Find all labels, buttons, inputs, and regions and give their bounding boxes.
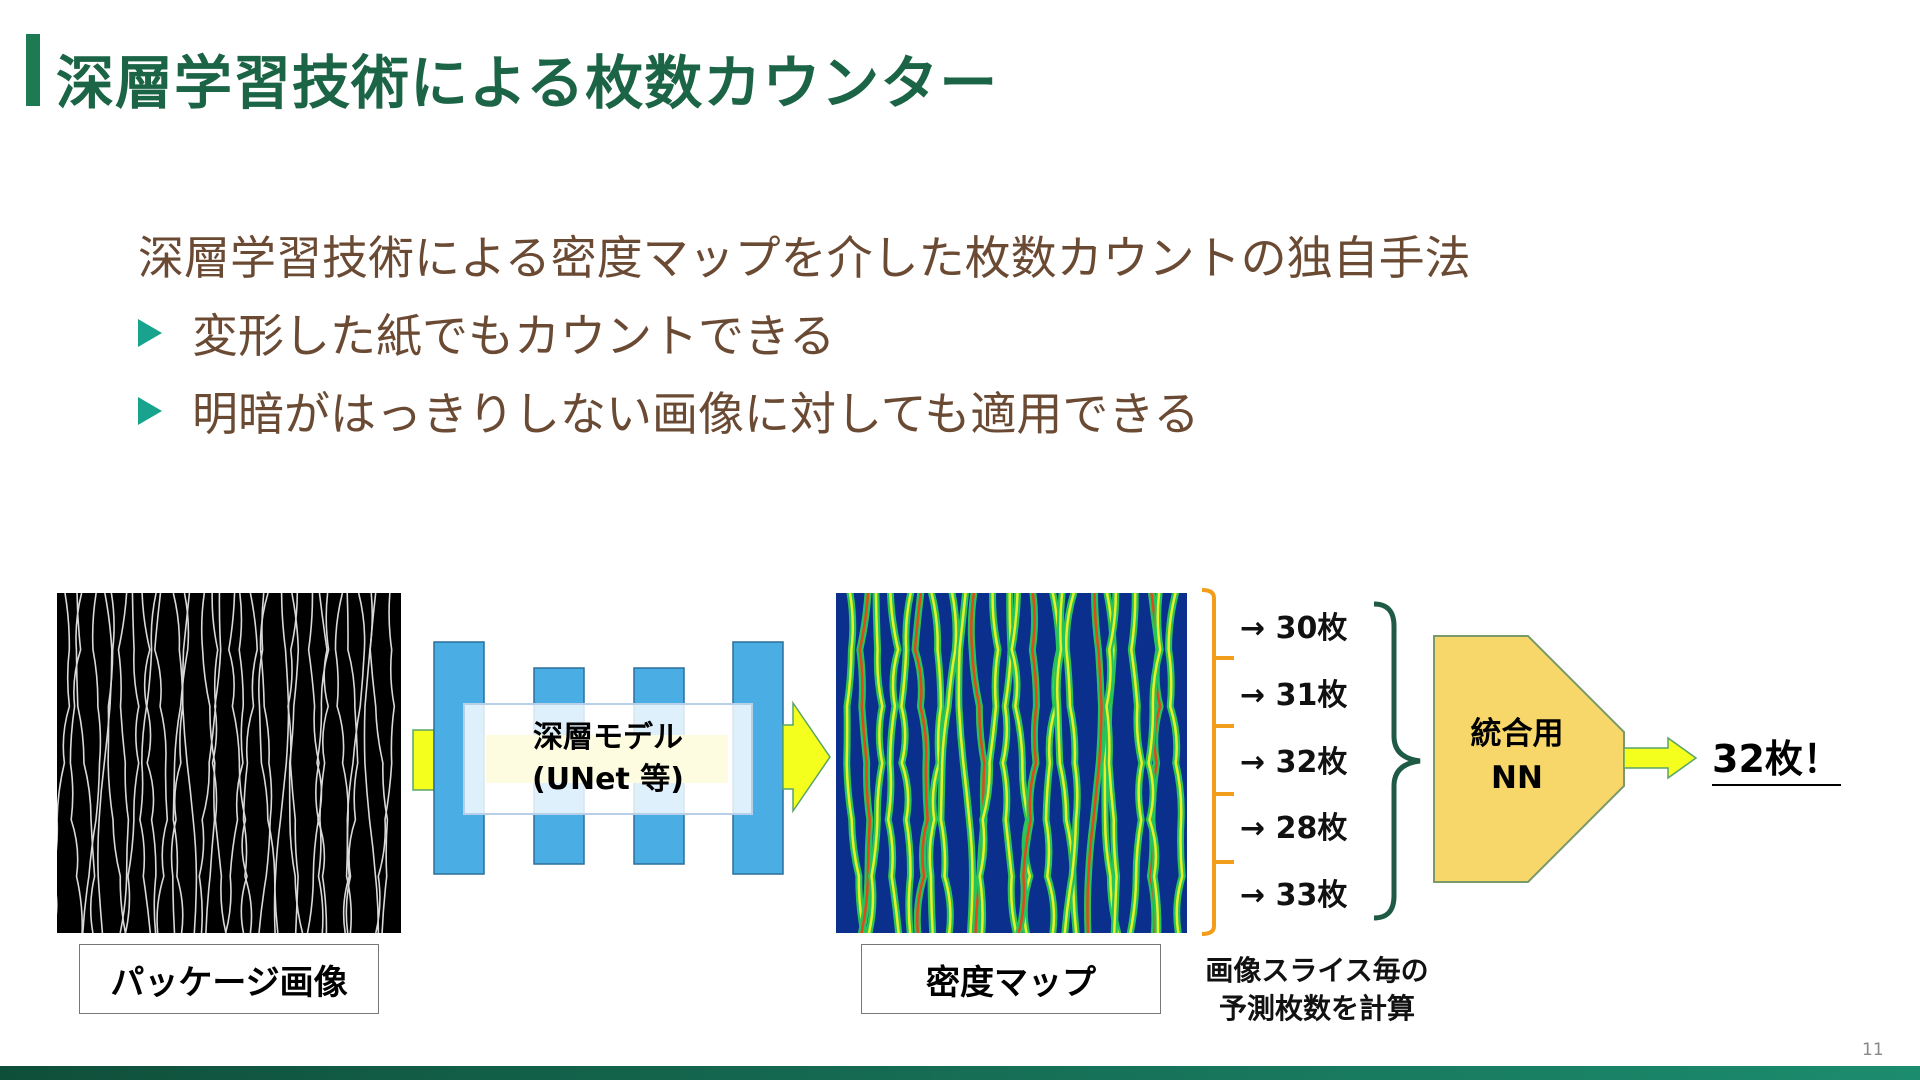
paper-edge-line: [258, 593, 273, 933]
nn-label-line1: 統合用: [1470, 716, 1564, 752]
paper-edge-line: [242, 593, 259, 933]
bullet-text: 明暗がはっきりしない画像に対しても適用できる: [192, 387, 1200, 441]
input-arrow: [412, 729, 435, 791]
paper-edge-line: [107, 593, 127, 933]
slice-count: → 32枚: [1240, 745, 1348, 780]
model-label-line1: 深層モデル: [533, 720, 683, 755]
paper-edge-line: [145, 593, 157, 933]
paper-edge-line: [139, 593, 152, 933]
density-core: [858, 593, 872, 933]
paper-edge-line: [227, 593, 248, 933]
density-core: [1147, 593, 1162, 933]
density-core: [1010, 593, 1032, 933]
paper-edge-line: [124, 593, 140, 933]
triangle-bullet-icon: [138, 397, 162, 425]
density-core: [900, 593, 912, 933]
lead-text: 深層学習技術による密度マップを介した枚数カウントの独自手法: [138, 231, 1471, 285]
density-core: [957, 593, 974, 933]
paper-edge-line: [198, 593, 219, 933]
paper-edge-line: [57, 593, 71, 915]
triangle-bullet-icon: [138, 319, 162, 347]
bullet-item: 変形した紙でもカウントできる: [138, 300, 835, 366]
bullet-item: 明暗がはっきりしない画像に対しても適用できる: [138, 378, 1199, 444]
density-map-image: [836, 593, 1187, 933]
paper-edge-line: [117, 593, 130, 933]
paper-edge-line: [334, 593, 351, 933]
paper-edge-lines: [57, 593, 396, 933]
slice-count: → 33枚: [1240, 878, 1348, 913]
density-core: [1017, 593, 1038, 933]
slice-count: → 28枚: [1240, 811, 1348, 846]
slice-count: → 30枚: [1240, 611, 1348, 646]
density-lines: [843, 593, 1186, 933]
paper-edge-line: [200, 593, 216, 933]
slice-count: → 31枚: [1240, 678, 1348, 713]
density-core: [978, 593, 1000, 933]
paper-edge-line: [316, 593, 330, 933]
slice-bracket: [1201, 588, 1234, 936]
integration-nn-shape: [1433, 635, 1625, 883]
density-core: [1129, 593, 1144, 933]
paper-edge-line: [273, 593, 290, 933]
density-core: [1086, 593, 1103, 933]
density-core: [1105, 593, 1118, 933]
paper-edge-line: [211, 593, 227, 933]
density-core: [1063, 593, 1079, 933]
integration-nn-label: 統合用 NN: [1434, 712, 1600, 800]
model-box: 深層モデル (UNet 等): [463, 703, 753, 815]
density-core: [913, 593, 929, 933]
output-arrow: [782, 700, 831, 814]
package-image-label: パッケージ画像: [79, 944, 379, 1014]
slice-caption: 画像スライス毎の 予測枚数を計算: [1182, 952, 1452, 1028]
footer-bar: [0, 1066, 1920, 1080]
density-core: [845, 593, 866, 933]
paper-edge-line: [97, 593, 113, 933]
model-label: 深層モデル (UNet 等): [465, 717, 751, 801]
result-arrow: [1623, 736, 1698, 780]
paper-edge-line: [181, 593, 198, 933]
model-label-line2: (UNet 等): [531, 762, 685, 797]
paper-edge-line: [287, 593, 299, 933]
density-core: [867, 593, 884, 933]
density-map-label: 密度マップ: [861, 944, 1161, 1014]
curly-brace: [1373, 601, 1421, 921]
nn-label-line2: NN: [1491, 760, 1543, 796]
page-number: 11: [1862, 1040, 1884, 1060]
paper-edge-line: [369, 593, 389, 933]
bullet-text: 変形した紙でもカウントできる: [192, 309, 836, 363]
title-accent-bar: [26, 34, 40, 106]
paper-edge-line: [345, 593, 366, 933]
slide-title: 深層学習技術による枚数カウンター: [56, 49, 999, 117]
density-core: [1103, 593, 1119, 933]
caption-line2: 予測枚数を計算: [1218, 992, 1415, 1025]
package-image: [57, 593, 401, 933]
paper-edge-line: [170, 593, 184, 933]
paper-edge-line: [69, 593, 84, 933]
density-core: [886, 593, 900, 933]
paper-edge-line: [375, 593, 396, 933]
paper-edge-line: [317, 593, 330, 933]
paper-edge-line: [224, 593, 245, 933]
density-core: [939, 593, 958, 933]
caption-line1: 画像スライス毎の: [1205, 954, 1429, 987]
density-core: [1167, 593, 1184, 933]
paper-edge-line: [153, 593, 169, 933]
paper-edge-line: [82, 593, 102, 933]
model-highlight: [486, 735, 728, 783]
paper-edge-line: [172, 593, 190, 933]
paper-edge-line: [345, 593, 359, 933]
paper-edge-line: [75, 593, 96, 933]
result-count: 32枚！: [1712, 728, 1841, 786]
paper-edge-line: [306, 593, 320, 933]
